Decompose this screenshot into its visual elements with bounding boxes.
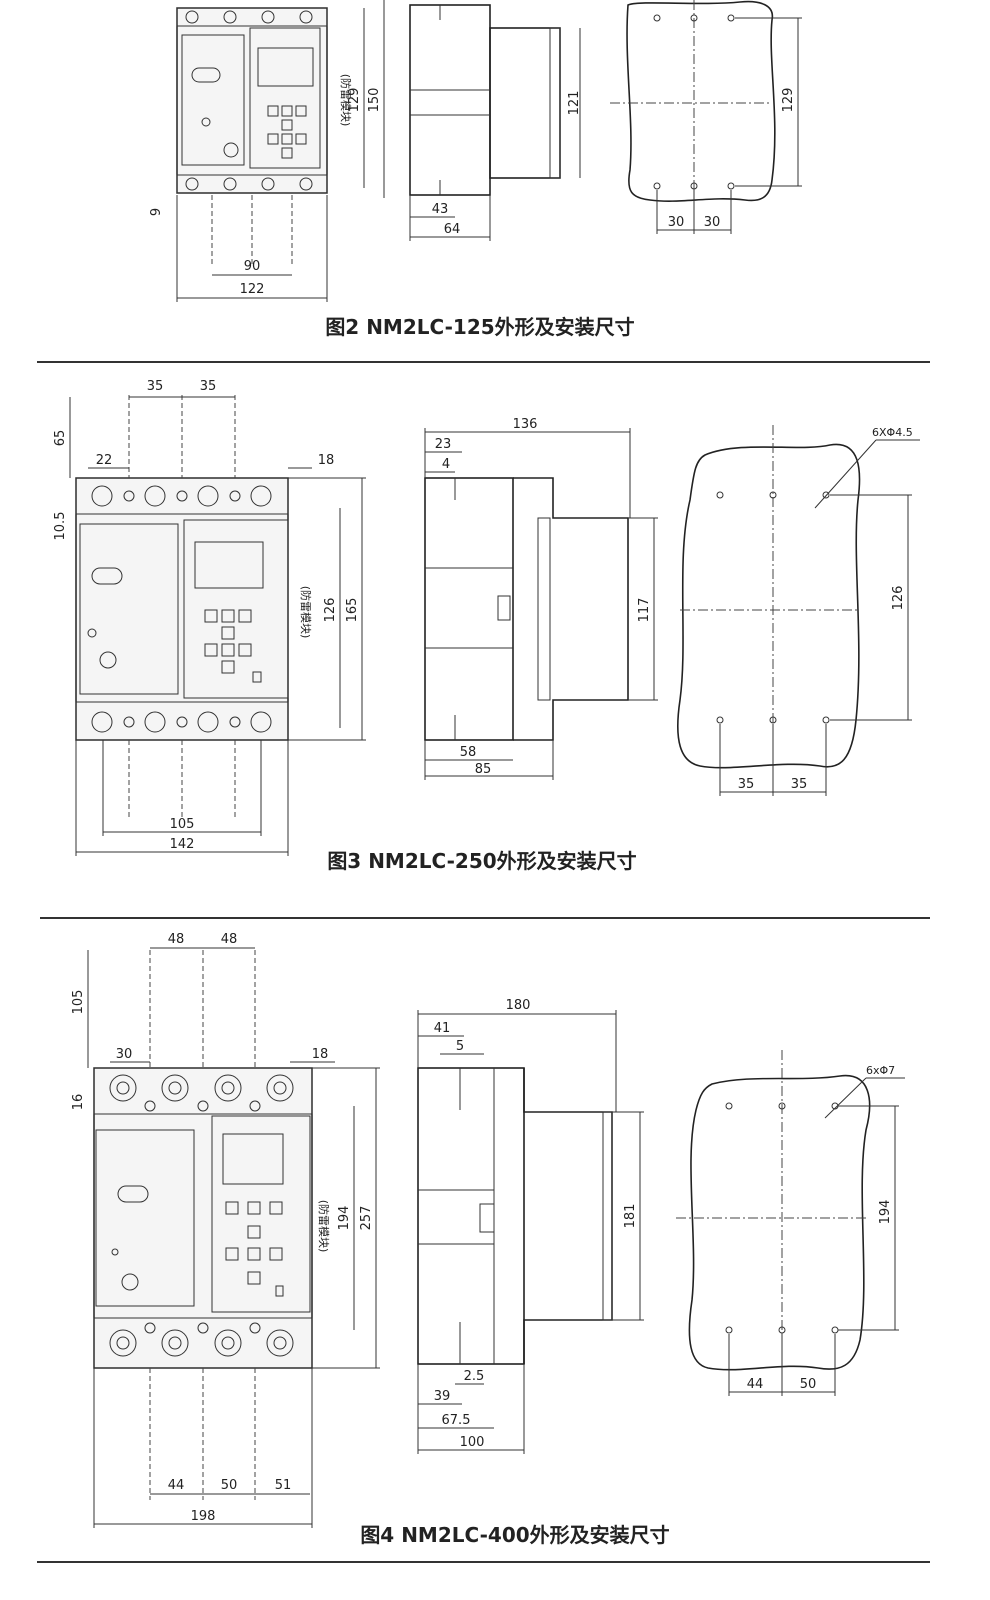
fig3-dim-22: 22 [96,453,113,468]
fig3-side-dim-136: 136 [513,417,538,432]
fig2-module-label: (防雷模块) [339,74,353,127]
fig4-dim-30: 30 [116,1047,133,1062]
figure-3-mounting-view: 6XΦ4.5 126 35 35 [677,425,920,796]
fig4-side-dim-2-5: 2.5 [464,1369,485,1384]
fig3-side-dim-23: 23 [435,437,452,452]
figure-3-caption: 图3 NM2LC-250外形及安装尺寸 [327,849,636,873]
fig4-side-dim-180: 180 [506,998,531,1013]
fig4-dim-44: 44 [168,1478,185,1493]
figure-2-caption: 图2 NM2LC-125外形及安装尺寸 [325,315,634,339]
fig4-mount-dim-44: 44 [747,1377,764,1392]
fig3-mount-dim-126: 126 [891,586,906,611]
fig4-side-dim-41: 41 [434,1021,451,1036]
fig4-dim-198: 198 [191,1509,216,1524]
fig3-dim-35b: 35 [200,379,217,394]
fig4-module-label: (防雷模块) [317,1200,331,1253]
figure-4-caption: 图4 NM2LC-400外形及安装尺寸 [360,1523,669,1547]
fig2-mount-dim-30b: 30 [704,215,721,230]
figure-4-side-view: 180 41 5 181 2.5 39 67.5 100 [417,998,644,1454]
fig4-side-dim-5: 5 [456,1039,464,1054]
fig2-dim-129: 129 [347,88,362,113]
figure-4-mounting-view: 6xΦ7 194 44 50 [676,1050,905,1396]
fig4-dim-51: 51 [275,1478,292,1493]
fig3-side-dim-117: 117 [637,598,652,623]
fig4-side-dim-100: 100 [460,1435,485,1450]
fig2-side-dim-121: 121 [567,91,582,116]
fig2-dim-90: 90 [244,259,261,274]
fig4-side-dim-67-5: 67.5 [442,1413,471,1428]
fig3-side-dim-4: 4 [442,457,450,472]
fig4-mount-holes: 6xΦ7 [866,1064,895,1077]
fig4-dim-16: 16 [71,1094,86,1111]
fig3-dim-142: 142 [170,837,195,852]
figure-4-front-view: 48 48 105 30 18 16 194 257 (防雷模块) 44 50 … [71,932,380,1528]
fig3-dim-18: 18 [318,453,335,468]
figure-3-side-view: 136 23 4 117 58 85 [424,417,658,780]
fig3-mount-dim-35a: 35 [738,777,755,792]
fig4-dim-257: 257 [359,1206,374,1231]
fig3-dim-10-5: 10.5 [53,512,68,541]
fig3-mount-holes: 6XΦ4.5 [872,426,913,439]
fig4-dim-194: 194 [337,1206,352,1231]
fig4-dim-48a: 48 [168,932,185,947]
fig4-dim-105: 105 [71,990,86,1015]
figure-3-front-view: 35 35 65 22 18 10.5 126 165 (防雷模块) 105 1… [53,379,366,856]
fig2-dim-150: 150 [367,88,382,113]
fig3-dim-65: 65 [53,430,68,447]
fig2-dim-9: 9 [149,208,164,216]
fig3-dim-35a: 35 [147,379,164,394]
fig4-side-dim-39: 39 [434,1389,451,1404]
fig4-dim-18: 18 [312,1047,329,1062]
fig3-mount-dim-35b: 35 [791,777,808,792]
figure-2-mounting-view: 129 30 30 [610,0,802,234]
figure-2-front-view: 90 122 9 129 150 (防雷模块) [149,0,385,302]
fig3-dim-126: 126 [323,598,338,623]
fig2-mount-dim-129: 129 [781,88,796,113]
fig2-side-dim-64: 64 [444,222,461,237]
fig4-dim-48b: 48 [221,932,238,947]
fig2-side-dim-43: 43 [432,202,449,217]
fig2-mount-dim-30a: 30 [668,215,685,230]
fig4-mount-dim-194: 194 [878,1200,893,1225]
fig4-side-dim-181: 181 [623,1204,638,1229]
fig4-mount-dim-50: 50 [800,1377,817,1392]
fig3-side-dim-58: 58 [460,745,477,760]
fig3-side-dim-85: 85 [475,762,492,777]
fig3-dim-165: 165 [345,598,360,623]
fig3-module-label: (防雷模块) [299,586,313,639]
fig2-dim-122: 122 [240,282,265,297]
fig3-dim-105: 105 [170,817,195,832]
figure-2-side-view: 121 43 64 [409,4,582,241]
fig4-dim-50: 50 [221,1478,238,1493]
